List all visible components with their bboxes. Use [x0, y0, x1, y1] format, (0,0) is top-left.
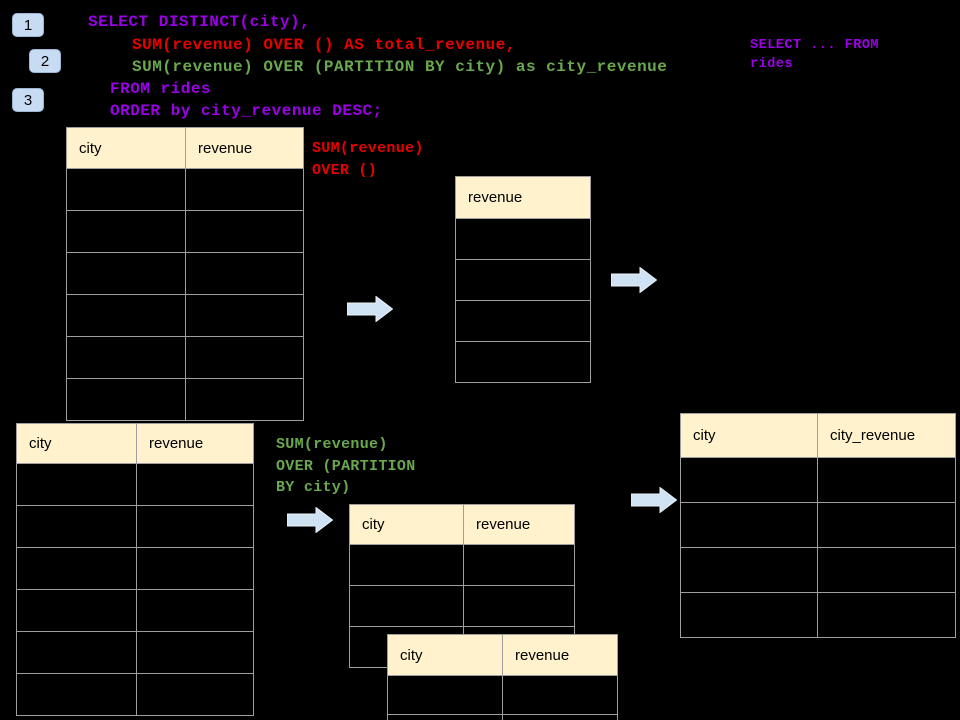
table-row [66, 378, 304, 421]
table-row [455, 300, 591, 342]
column-header-revenue: revenue [185, 127, 304, 169]
table-row [66, 210, 304, 253]
table-cell [66, 168, 186, 211]
table-cell [136, 547, 254, 590]
table-cell [185, 168, 304, 211]
column-header-revenue: revenue [136, 423, 254, 464]
column-header-revenue: revenue [502, 634, 618, 676]
table-cell [66, 336, 186, 379]
table-row [16, 673, 254, 716]
table-cell [16, 505, 137, 548]
sql-code-line-order: ORDER by city_revenue DESC; [110, 102, 383, 120]
table-row [66, 294, 304, 337]
table-row [66, 336, 304, 379]
table-cell [136, 463, 254, 506]
table-cell [387, 714, 503, 720]
column-header-revenue: revenue [463, 504, 575, 545]
table-cell [16, 589, 137, 632]
table-cell [817, 547, 956, 593]
table-row [66, 168, 304, 211]
column-header-revenue: revenue [455, 176, 591, 219]
table-cell [680, 592, 818, 638]
table-row [455, 259, 591, 301]
table-cell [680, 457, 818, 503]
table-row [680, 547, 956, 593]
table-cell [136, 505, 254, 548]
table-cell [817, 592, 956, 638]
table-cell [16, 673, 137, 716]
sql-code-line-total: SUM(revenue) OVER () AS total_revenue, [132, 36, 516, 54]
table-cell [185, 336, 304, 379]
table-row [16, 631, 254, 674]
column-header-city: city [387, 634, 503, 676]
table-row [680, 502, 956, 548]
table-cell [680, 547, 818, 593]
partition-table-2: city revenue [387, 634, 618, 720]
table-cell [455, 341, 591, 383]
total-revenue-label: SUM(revenue) OVER () [312, 140, 424, 179]
column-header-city: city [66, 127, 186, 169]
table-cell [136, 589, 254, 632]
table-cell [349, 585, 464, 627]
arrow-right-icon [346, 295, 394, 323]
table-cell [349, 544, 464, 586]
table-cell [66, 252, 186, 295]
step-badge-2: 2 [29, 49, 61, 73]
column-header-city-revenue: city_revenue [817, 413, 956, 458]
table-row [16, 463, 254, 506]
table-cell [66, 294, 186, 337]
sql-code-line-partition: SUM(revenue) OVER (PARTITION BY city) as… [132, 58, 668, 76]
column-header-city: city [680, 413, 818, 458]
table-cell [502, 714, 618, 720]
step-badge-1: 1 [12, 13, 44, 37]
table-row [16, 505, 254, 548]
arrow-right-icon [630, 486, 678, 514]
table-row [680, 457, 956, 503]
table-cell [16, 463, 137, 506]
table-cell [463, 585, 575, 627]
table-cell [16, 631, 137, 674]
step-badge-3: 3 [12, 88, 44, 112]
table-cell [817, 502, 956, 548]
table-cell [16, 547, 137, 590]
table-row [455, 218, 591, 260]
table-cell [455, 259, 591, 301]
table-row [680, 592, 956, 638]
table-row [349, 585, 575, 627]
sql-code-line-select: SELECT DISTINCT(city), [88, 13, 311, 31]
table-cell [463, 544, 575, 586]
table-cell [185, 378, 304, 421]
column-header-city: city [16, 423, 137, 464]
table-cell [502, 675, 618, 715]
arrow-right-icon [286, 506, 334, 534]
table-row [387, 675, 618, 715]
table-cell [185, 294, 304, 337]
table-row [16, 589, 254, 632]
table-row [387, 714, 618, 720]
result-table: city city_revenue [680, 413, 956, 638]
table-cell [680, 502, 818, 548]
table-cell [455, 300, 591, 342]
table-cell [66, 210, 186, 253]
table-cell [185, 252, 304, 295]
partition-label: SUM(revenue) OVER (PARTITION BY city) [276, 436, 416, 496]
table-cell [185, 210, 304, 253]
table-cell [455, 218, 591, 260]
arrow-right-icon [610, 266, 658, 294]
side-code-note: SELECT ... FROM rides [750, 38, 880, 72]
table-cell [136, 673, 254, 716]
total-revenue-table: revenue [455, 176, 591, 383]
table-row [349, 544, 575, 586]
table-cell [387, 675, 503, 715]
source-table-bottom: city revenue [16, 423, 254, 716]
table-cell [66, 378, 186, 421]
sql-code-line-from: FROM rides [110, 80, 212, 98]
column-header-city: city [349, 504, 464, 545]
table-row [455, 341, 591, 383]
source-table-top: city revenue [66, 127, 304, 421]
table-cell [817, 457, 956, 503]
table-row [66, 252, 304, 295]
table-row [16, 547, 254, 590]
table-cell [136, 631, 254, 674]
